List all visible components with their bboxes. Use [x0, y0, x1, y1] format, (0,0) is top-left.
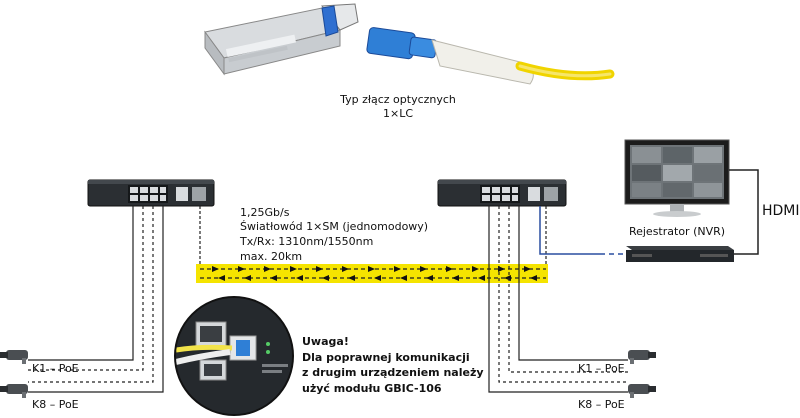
- fiber-arrow-right-icon: [238, 266, 245, 272]
- right-camera-k8-label: K8 – PoE: [578, 398, 625, 411]
- fiber-arrow-right-icon: [420, 266, 427, 272]
- right-camera-k1-label: K1 – PoE: [578, 362, 625, 375]
- fiber-arrow-left-icon: [270, 275, 277, 281]
- fiber-arrow-left-icon: [426, 275, 433, 281]
- nvr-uplink-cable: [539, 206, 626, 255]
- left-camera-k1-label: K1 – PoE: [32, 362, 79, 375]
- nvr-recorder-icon: [626, 246, 734, 262]
- fiber-arrow-right-icon: [342, 266, 349, 272]
- fiber-arrow-left-icon: [530, 275, 537, 281]
- link-txrx: Tx/Rx: 1310nm/1550nm: [239, 235, 373, 248]
- fiber-arrow-right-icon: [472, 266, 479, 272]
- connector-caption-line2: 1×LC: [383, 107, 413, 120]
- lc-connector-illustration: [366, 27, 615, 85]
- left-camera-k8: [0, 384, 28, 398]
- fiber-arrow-left-icon: [322, 275, 329, 281]
- fiber-arrow-right-icon: [446, 266, 453, 272]
- fiber-arrow-left-icon: [400, 275, 407, 281]
- fiber-arrow-left-icon: [452, 275, 459, 281]
- fiber-arrow-right-icon: [290, 266, 297, 272]
- note-line2: z drugim urządzeniem należy: [302, 366, 484, 379]
- hdmi-label: HDMI: [762, 203, 800, 219]
- fiber-arrow-left-icon: [374, 275, 381, 281]
- left-switch: [87, 179, 215, 207]
- recorder-label: Rejestrator (NVR): [629, 225, 725, 238]
- right-camera-cables: [488, 206, 628, 393]
- fiber-arrow-left-icon: [244, 275, 251, 281]
- monitor-icon: [624, 139, 730, 217]
- left-camera-k1: [0, 350, 28, 364]
- note-title: Uwaga!: [302, 335, 349, 348]
- gbic-port-inset: [174, 296, 294, 416]
- note-line1: Dla poprawnej komunikacji: [302, 351, 470, 364]
- fiber-arrow-right-icon: [498, 266, 505, 272]
- fiber-arrow-right-icon: [212, 266, 219, 272]
- fiber-arrow-left-icon: [296, 275, 303, 281]
- fiber-arrow-right-icon: [264, 266, 271, 272]
- link-fiber: Światłowód 1×SM (jednomodowy): [240, 220, 428, 233]
- fiber-arrow-right-icon: [524, 266, 531, 272]
- note-line3: użyć modułu GBIC-106: [302, 382, 442, 395]
- fiber-arrow-right-icon: [316, 266, 323, 272]
- fiber-arrow-right-icon: [394, 266, 401, 272]
- right-camera-k8: [628, 384, 656, 398]
- sfp-module-illustration: [204, 3, 359, 76]
- link-distance: max. 20km: [240, 250, 302, 263]
- right-camera-k1: [628, 350, 656, 364]
- left-camera-cables: [28, 206, 164, 393]
- fiber-arrow-left-icon: [348, 275, 355, 281]
- fiber-link: [196, 264, 548, 283]
- link-speed: 1,25Gb/s: [240, 206, 290, 219]
- fiber-arrow-right-icon: [368, 266, 375, 272]
- fiber-arrow-left-icon: [478, 275, 485, 281]
- fiber-arrow-left-icon: [218, 275, 225, 281]
- left-camera-k8-label: K8 – PoE: [32, 398, 79, 411]
- connector-caption-line1: Typ złącz optycznych: [339, 93, 456, 106]
- hdmi-cable: [729, 169, 759, 255]
- right-switch: [437, 179, 567, 207]
